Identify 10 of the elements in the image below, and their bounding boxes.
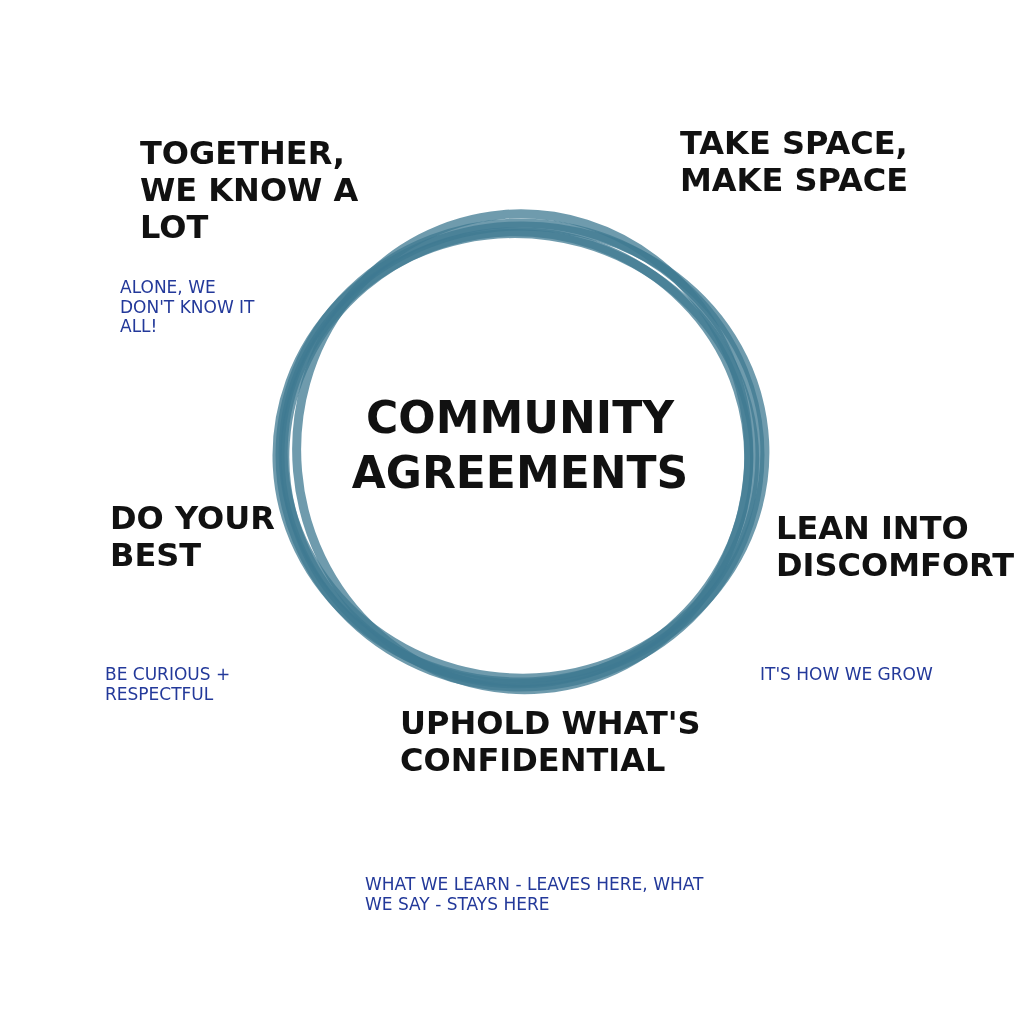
- agreement-note: WHAT WE LEARN - LEAVES HERE, WHAT WE SAY - STAYS HERE: [365, 875, 705, 915]
- agreement-note: IT'S HOW WE GROW: [760, 665, 934, 685]
- agreement-note: BE CURIOUS + RESPECTFUL: [105, 665, 232, 705]
- agreement-heading: DO YOUR BEST: [110, 500, 276, 574]
- agreement-heading: TAKE SPACE, MAKE SPACE: [680, 125, 910, 199]
- agreement-note: ALONE, WE DON'T KNOW IT ALL!: [120, 278, 256, 337]
- agreement-heading: LEAN INTO DISCOMFORT: [776, 510, 1016, 584]
- agreement-heading: UPHOLD WHAT'S CONFIDENTIAL: [400, 705, 702, 779]
- agreement-heading: TOGETHER, WE KNOW A LOT: [140, 135, 360, 246]
- center-title: COMMUNITY AGREEMENTS: [350, 391, 690, 500]
